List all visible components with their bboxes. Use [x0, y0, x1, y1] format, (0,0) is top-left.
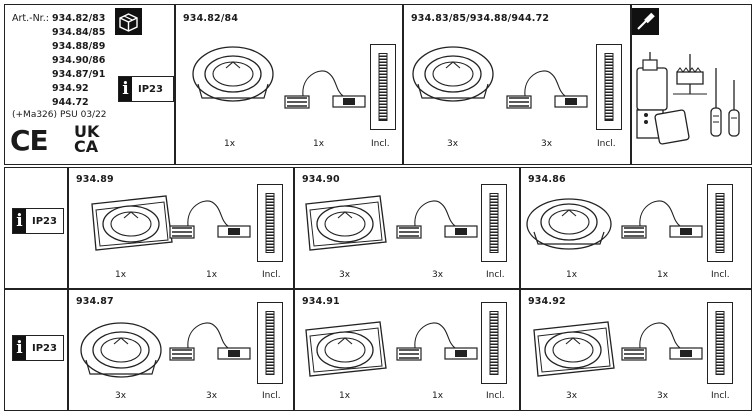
quantity-label: 3x	[115, 391, 127, 401]
connector-strip	[596, 44, 622, 130]
quantity-label: 1x	[115, 270, 127, 280]
article-number: 934.84/85	[52, 27, 106, 38]
panel-title: 934.83/85/934.88/944.72	[411, 13, 550, 24]
led-driver-cable	[506, 70, 588, 109]
connector-strip	[370, 44, 396, 130]
quantity-label: 1x	[206, 270, 218, 280]
quantity-label: Incl.	[486, 391, 505, 401]
panel-title: 934.86	[528, 174, 566, 185]
downlight-fixture	[533, 321, 615, 377]
connector-strip-teeth	[265, 311, 275, 375]
article-number-label: Art.-Nr.:	[12, 13, 49, 24]
article-number: 934.88/89	[52, 41, 106, 52]
quantity-label: 1x	[432, 391, 444, 401]
led-driver-cable	[396, 200, 478, 239]
ip-rating-badge: i IP23	[12, 335, 64, 361]
quantity-label: 3x	[566, 391, 578, 401]
info-icon: i	[13, 209, 26, 233]
panel-title: 934.90	[302, 174, 340, 185]
connector-strip-teeth	[715, 311, 725, 375]
ip-rating-text: IP23	[32, 342, 57, 354]
connector-strip	[707, 302, 733, 384]
screwdriver-icon	[632, 8, 659, 35]
quantity-label: Incl.	[486, 270, 505, 280]
quantity-label: 3x	[432, 270, 444, 280]
package-icon	[115, 8, 142, 35]
downlight-fixture	[305, 195, 387, 251]
panel-title: 934.89	[76, 174, 114, 185]
ukca-top: UK	[74, 122, 100, 141]
led-driver-cable	[169, 200, 251, 239]
downlight-fixture	[526, 198, 612, 250]
connector-strip-teeth	[604, 53, 614, 121]
connector-strip-teeth	[489, 193, 499, 253]
quantity-label: 1x	[224, 139, 236, 149]
led-driver-cable	[621, 200, 703, 239]
panel-title: 934.82/84	[183, 13, 239, 24]
downlight-fixture	[80, 322, 162, 378]
quantity-label: 1x	[657, 270, 669, 280]
quantity-label: 1x	[566, 270, 578, 280]
quantity-label: Incl.	[711, 270, 730, 280]
led-driver-cable	[169, 322, 251, 361]
article-number-list: 934.82/83 934.84/85 934.88/89 934.90/86 …	[52, 12, 105, 110]
connector-strip	[481, 302, 507, 384]
top-panel-2	[403, 4, 631, 165]
panel-title: 934.87	[76, 296, 114, 307]
note-text: (+Ma326)	[12, 110, 58, 120]
downlight-fixture	[192, 46, 274, 102]
panel-title: 934.92	[528, 296, 566, 307]
ukca-mark: UK CA	[74, 122, 100, 156]
info-panel	[4, 4, 175, 165]
quantity-label: Incl.	[371, 139, 390, 149]
article-number: 934.92	[52, 83, 89, 94]
quantity-label: Incl.	[262, 270, 281, 280]
ip-rating-badge: i IP23	[118, 76, 174, 102]
connector-strip-teeth	[489, 311, 499, 375]
quantity-label: 3x	[447, 139, 459, 149]
downlight-fixture	[412, 46, 494, 102]
ce-mark: CE	[10, 124, 49, 157]
led-driver-cable	[284, 70, 366, 109]
panel-title: 934.91	[302, 296, 340, 307]
article-number: 934.90/86	[52, 55, 106, 66]
led-driver-cable	[621, 322, 703, 361]
quantity-label: 3x	[657, 391, 669, 401]
quantity-label: Incl.	[711, 391, 730, 401]
connector-strip	[481, 184, 507, 262]
article-number: 934.87/91	[52, 69, 106, 80]
quantity-label: 1x	[339, 391, 351, 401]
ip-rating-badge: i IP23	[12, 208, 64, 234]
article-number: 934.82/83	[52, 13, 106, 24]
ip-rating-text: IP23	[32, 215, 57, 227]
quantity-label: Incl.	[262, 391, 281, 401]
led-driver-cable	[396, 322, 478, 361]
quantity-label: 1x	[313, 139, 325, 149]
quantity-label: 3x	[339, 270, 351, 280]
info-icon: i	[119, 77, 132, 101]
connector-strip	[707, 184, 733, 262]
downlight-fixture	[91, 195, 173, 251]
tools-illustration	[636, 52, 740, 145]
info-icon: i	[13, 336, 26, 360]
connector-strip-teeth	[378, 53, 388, 121]
connector-strip	[257, 302, 283, 384]
quantity-label: Incl.	[597, 139, 616, 149]
connector-strip-teeth	[715, 193, 725, 253]
article-number: 944.72	[52, 97, 89, 108]
downlight-fixture	[305, 321, 387, 377]
ip-rating-text: IP23	[138, 83, 163, 95]
connector-strip-teeth	[265, 193, 275, 253]
quantity-label: 3x	[541, 139, 553, 149]
connector-strip	[257, 184, 283, 262]
psu-text: PSU 03/22	[60, 110, 107, 120]
ukca-bottom: CA	[74, 137, 99, 156]
quantity-label: 3x	[206, 391, 218, 401]
